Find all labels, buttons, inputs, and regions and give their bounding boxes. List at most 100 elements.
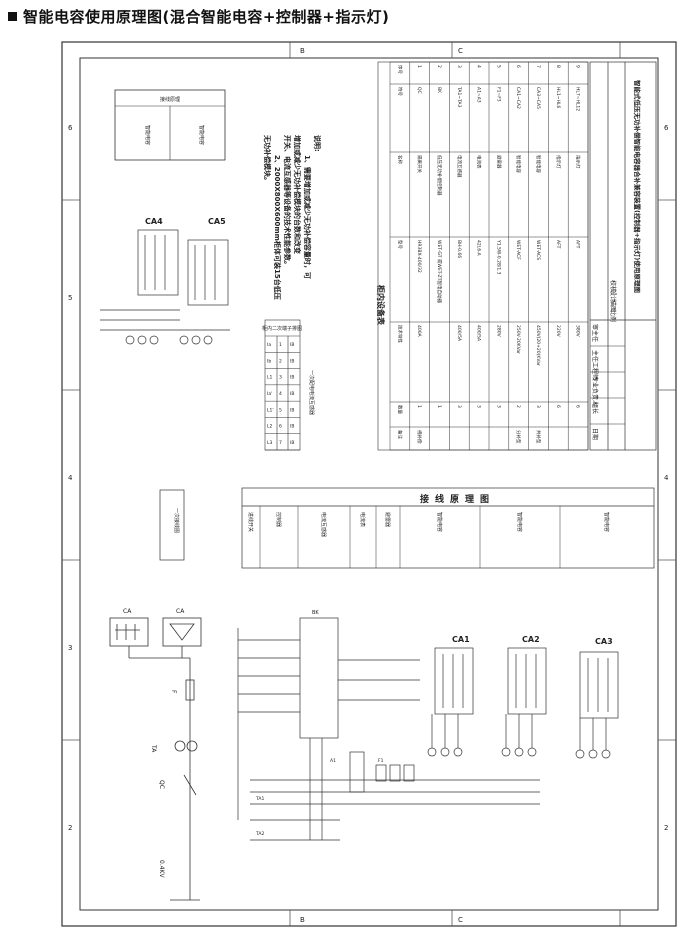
ca4-label: CA4 <box>145 217 163 226</box>
ca-b-label: CA <box>176 608 185 615</box>
border-number-2: 2 <box>68 824 72 832</box>
equipment-header: 符号 <box>396 87 403 96</box>
equipment-cell: BH-0.66 <box>456 240 462 258</box>
equipment-cell: 42L6-A <box>476 240 482 257</box>
equipment-cell: A1~A3 <box>476 87 482 103</box>
ca2-label: CA2 <box>522 635 540 644</box>
terminal-row-number: 3 <box>279 375 282 381</box>
ca4-group <box>100 229 180 345</box>
title-block-role: 专业负责人 <box>591 376 599 406</box>
legend-box: 接线原理 智能电容 智能电容 <box>114 89 226 161</box>
equipment-cell: AFT <box>575 240 581 249</box>
ca2-unit <box>501 647 547 757</box>
equipment-cell: BK <box>436 87 442 94</box>
terminal-row-id: Ib <box>267 358 271 364</box>
terminal-row-number: 5 <box>279 407 282 413</box>
sheet-outer-frame <box>61 41 677 927</box>
border-letter-c: C <box>458 47 463 55</box>
f1-label: F1 <box>378 758 384 764</box>
ta2-label: TA2 <box>255 831 264 837</box>
bus-cell-label: 进线开关 <box>247 512 254 532</box>
equipment-cell: 6 <box>555 405 561 408</box>
border-number-6-right: 6 <box>664 124 669 132</box>
bus-cell-label: 智能电容 <box>603 512 610 532</box>
terminal-row-id: L1' <box>267 407 274 413</box>
equipment-cell: HL1~HL6 <box>555 87 561 108</box>
one-line-label: 一次接线图 <box>173 508 180 533</box>
ct-labels: TA1 TA2 A1 F1 <box>255 758 384 837</box>
ca3-unit <box>575 651 619 759</box>
schematic-sheet: B C B C 6 5 4 3 2 6 4 2 接线原理 智能电容 智能电容 C… <box>61 41 677 927</box>
equipment-cell: 指示灯 <box>575 155 582 169</box>
equipment-cell: 3 <box>476 405 482 408</box>
equipment-cell: CA3~CA5 <box>535 87 541 109</box>
terminal-row-code: IB <box>290 440 294 446</box>
ca5-label: CA5 <box>208 217 226 226</box>
equipment-cell: 避雷器 <box>495 155 502 169</box>
ta-label: TA <box>150 744 157 753</box>
border-number-6: 6 <box>68 124 73 132</box>
title-block-field: 描图 <box>609 300 617 312</box>
notes-line-2: 增加或减少无功补偿模块的台数和改变 <box>293 135 302 254</box>
equipment-cell: 5 <box>495 65 501 68</box>
sheet-inner-frame <box>79 57 659 911</box>
equipment-cell: 分补型 <box>515 430 522 444</box>
notes-line-5: 无功补偿模块。 <box>263 134 272 184</box>
voltage-label: 0.4KV <box>158 860 165 878</box>
bus-cell-label: 避雷器 <box>384 512 391 527</box>
equipment-cell: CA1~CA2 <box>515 87 521 109</box>
title-block-field: 校核 <box>609 280 617 292</box>
terminal-row-code: IB <box>290 375 294 381</box>
border-number-3: 3 <box>68 644 72 652</box>
equipment-cell: 低压无功补偿控制器 <box>436 155 443 196</box>
equipment-cell: 250V-20KVar <box>515 325 521 354</box>
equipment-cell: AFT <box>555 240 561 249</box>
border-number-2-right: 2 <box>664 824 668 832</box>
equipment-cell: 3 <box>535 405 541 408</box>
terminal-row-number: 7 <box>279 440 282 446</box>
bus-cell-label: 电流互感器 <box>320 512 327 537</box>
notes-line-1: 1、需要增加或减少无功补偿容量时，可 <box>303 155 312 279</box>
equipment-cell: 1 <box>416 405 422 408</box>
equipment-cell: 隔离开关 <box>416 155 423 173</box>
title-block-role: 审主任 <box>591 324 599 342</box>
page-title-text: 智能电容使用原理图(混合智能电容+控制器+指示灯) <box>23 8 390 26</box>
title-block-field: 比例 <box>609 310 617 322</box>
equipment-cell: 400A <box>416 325 422 338</box>
equipment-cell: 电流互感器 <box>456 155 463 178</box>
bus-cell-label: 智能电容 <box>516 512 523 532</box>
equipment-table <box>377 61 589 451</box>
controller-label: BK <box>312 610 319 616</box>
project-title: 智能式低压无功补偿智能电容器合补兼容装置(控制器+指示灯)使用原理图 <box>633 80 642 293</box>
equipment-cell: 视补偿 <box>416 430 423 444</box>
terminal-row-code: IB <box>290 342 294 348</box>
equipment-cell: 280V <box>495 325 501 338</box>
one-line-box <box>159 489 185 561</box>
equipment-cell: 3 <box>456 65 462 68</box>
ca1-unit <box>427 647 474 757</box>
terminal-table-title: 柜内二次端子排图 <box>262 325 302 332</box>
notes-heading: 说明: <box>313 135 322 152</box>
equipment-cell: WET-ACF <box>515 240 521 260</box>
ca-a-label: CA <box>123 608 132 615</box>
equipment-cell: TA1~TA3 <box>456 86 462 108</box>
equipment-cell: 1 <box>436 405 442 408</box>
border-ticks <box>62 42 676 926</box>
equipment-cell: 4 <box>476 65 482 68</box>
terminal-row-code: IB <box>290 424 294 430</box>
legend-box-cell-1: 智能电容 <box>144 125 151 145</box>
terminal-row-number: 6 <box>279 424 282 430</box>
ca5-group <box>100 239 230 345</box>
equipment-header: 型号 <box>396 240 403 249</box>
equipment-cell: 400/5A <box>456 325 462 342</box>
equipment-header: 技术特性 <box>396 325 403 343</box>
border-labels: B C B C 6 5 4 3 2 6 4 2 <box>68 47 669 924</box>
equipment-cell: HL7~HL12 <box>575 87 581 111</box>
legend-box-header: 接线原理 <box>160 96 180 103</box>
bus-strip <box>241 487 655 569</box>
a1-label: A1 <box>330 758 336 764</box>
equipment-header: 备注 <box>396 430 403 439</box>
title-block-role: 日期 <box>591 428 599 440</box>
